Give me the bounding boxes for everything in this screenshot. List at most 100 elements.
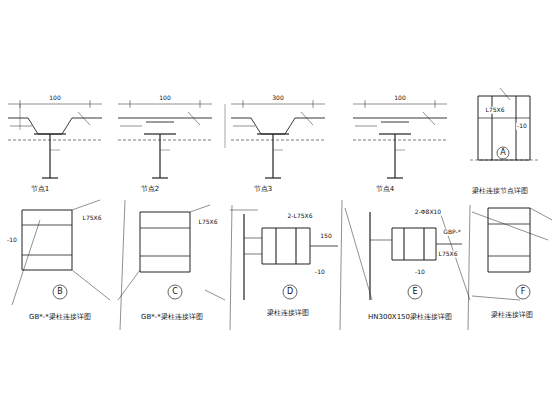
detail-caption: 梁柱连接详图 xyxy=(266,310,310,318)
dimension-label: 100 xyxy=(158,95,171,102)
detail-caption: 节点4 xyxy=(375,186,395,194)
drawing-line xyxy=(472,296,520,300)
drawing-line xyxy=(310,246,338,247)
drawing-line xyxy=(231,104,325,105)
drawing-line xyxy=(225,104,226,148)
detail-caption: 节点3 xyxy=(253,186,273,194)
drawing-line xyxy=(243,100,244,108)
drawing-line xyxy=(90,100,91,108)
drawing-line xyxy=(160,150,170,151)
detail-caption: 节点2 xyxy=(140,186,160,194)
drawing-line xyxy=(118,104,212,105)
dimension-label: -10 xyxy=(414,269,426,276)
dimension-label: -10 xyxy=(314,269,326,276)
detail-circle xyxy=(408,285,422,299)
detail-circle xyxy=(53,285,67,299)
drawing-line xyxy=(159,134,160,178)
drawing-line xyxy=(205,290,225,300)
drawing-line xyxy=(345,208,372,300)
drawing-line xyxy=(365,100,366,108)
drawing-line xyxy=(353,140,447,141)
drawing-line xyxy=(492,96,493,160)
drawing-line xyxy=(472,212,548,240)
detail-letter: A xyxy=(499,149,506,158)
dimension-label: -10 xyxy=(516,123,528,130)
dimension-label: L75X6 xyxy=(82,215,103,222)
dimension-label: L75X6 xyxy=(438,251,459,258)
drawing-line xyxy=(381,122,409,123)
drawing-line xyxy=(190,205,210,212)
drawing-line xyxy=(392,228,436,260)
drawing-line xyxy=(500,88,510,100)
dimension-label: L75X6 xyxy=(198,219,219,226)
detail-letter: B xyxy=(56,288,64,297)
drawing-line xyxy=(403,228,404,260)
drawing-line xyxy=(370,240,392,241)
drawing-line xyxy=(230,210,258,211)
detail-circle xyxy=(168,285,182,299)
drawing-line xyxy=(72,200,100,210)
dimension-label: -10 xyxy=(6,237,18,244)
drawing-line xyxy=(233,126,255,127)
drawing-line xyxy=(118,118,138,119)
drawing-line xyxy=(10,126,32,127)
drawing-line xyxy=(12,220,40,305)
drawing-line xyxy=(140,256,190,257)
drawing-line xyxy=(394,134,395,178)
drawing-line xyxy=(231,118,251,119)
drawing-line xyxy=(8,118,28,119)
detail-caption: 梁柱连接节点详图 xyxy=(471,188,529,196)
drawing-line xyxy=(436,244,462,245)
drawing-line xyxy=(423,112,435,125)
detail-circle xyxy=(516,285,530,299)
drawing-line xyxy=(22,225,72,226)
dimension-label: 2-Φ8X10 xyxy=(414,209,442,216)
drawing-line xyxy=(251,118,325,134)
drawing-line xyxy=(50,150,60,151)
drawing-line xyxy=(369,212,370,300)
drawing-line xyxy=(468,205,470,330)
drawing-line xyxy=(230,205,232,330)
detail-caption: GB*-*梁柱连接详图 xyxy=(140,314,204,322)
dimension-label: 2-L75X6 xyxy=(287,213,314,220)
drawing-line xyxy=(146,122,174,123)
drawing-line xyxy=(22,210,72,270)
drawing-line xyxy=(340,200,342,330)
drawing-line xyxy=(231,140,325,141)
drawing-line xyxy=(530,208,552,220)
detail-circle xyxy=(283,285,297,299)
drawing-line xyxy=(355,126,377,127)
drawing-line xyxy=(488,208,530,272)
drawing-line xyxy=(8,104,102,105)
drawing-line xyxy=(313,100,314,108)
detail-letter: E xyxy=(411,288,418,297)
detail-caption: HN300X150梁柱连接详图 xyxy=(367,314,453,322)
drawing-line xyxy=(295,228,296,264)
drawing-line xyxy=(262,228,310,264)
drawing-line xyxy=(188,112,200,125)
detail-letter: D xyxy=(286,288,294,297)
drawing-line xyxy=(22,255,72,256)
drawing-line xyxy=(78,112,90,125)
dimension-label: 300 xyxy=(271,95,284,102)
drawing-line xyxy=(130,100,131,108)
drawing-line xyxy=(200,100,201,108)
drawing-line xyxy=(265,177,281,178)
drawing-line xyxy=(28,118,102,134)
dimension-label: L75X6 xyxy=(485,107,506,114)
drawing-line xyxy=(140,212,190,272)
dimension-label: 100 xyxy=(48,95,61,102)
detail-letter: F xyxy=(520,288,527,297)
dimension-label: 150 xyxy=(319,233,332,240)
drawing-line xyxy=(273,150,283,151)
drawing-line xyxy=(353,118,373,119)
drawing-line xyxy=(152,177,168,178)
drawing-line xyxy=(435,100,436,108)
drawing-line xyxy=(423,228,424,260)
drawing-line xyxy=(243,214,244,300)
dimension-label: 100 xyxy=(393,95,406,102)
drawing-line xyxy=(470,160,538,161)
drawing-line xyxy=(488,256,530,257)
drawing-line xyxy=(488,224,530,225)
